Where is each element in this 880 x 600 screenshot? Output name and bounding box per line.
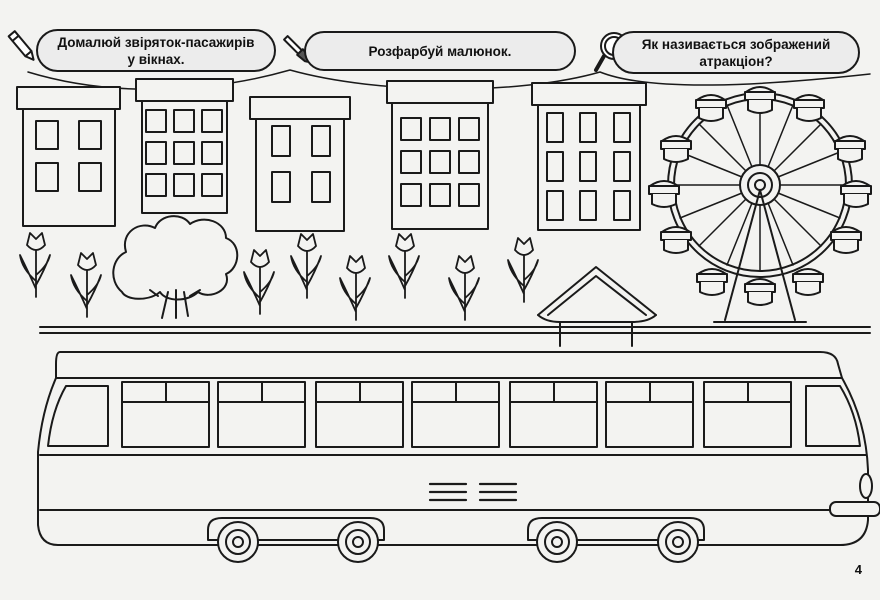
tulip — [388, 233, 420, 299]
tulips — [19, 232, 539, 321]
building-1 — [16, 86, 121, 227]
bumper — [829, 501, 880, 517]
tulip — [243, 249, 275, 315]
building-4 — [386, 80, 494, 230]
task-name-attraction: Як називається зображений атракціон? — [612, 31, 860, 74]
tram — [37, 351, 880, 563]
rear-window — [47, 385, 109, 447]
building-2 — [135, 78, 234, 214]
overhead-wire — [39, 326, 871, 334]
wheel — [536, 521, 578, 563]
wheel — [217, 521, 259, 563]
wheel — [337, 521, 379, 563]
task-color-picture-text: Розфарбуй малюнок. — [368, 43, 512, 59]
vent-grille — [428, 482, 518, 502]
pantograph — [537, 266, 657, 347]
window — [411, 381, 500, 448]
tulip — [448, 255, 480, 321]
bogie-rear — [207, 517, 385, 563]
task-name-attraction-text: Як називається зображений атракціон? — [641, 36, 831, 69]
passenger-windows — [121, 381, 792, 448]
building-5 — [531, 82, 647, 231]
bogie-front — [527, 517, 705, 563]
tulip — [19, 232, 51, 298]
page-number: 4 — [854, 562, 862, 577]
task-color-picture: Розфарбуй малюнок. — [304, 31, 576, 71]
tulip — [290, 233, 322, 299]
tram-body — [37, 377, 869, 546]
tulip — [507, 237, 539, 303]
task-draw-passengers-text: Домалюй звіряток-пасажирів у вікнах. — [57, 34, 255, 67]
window — [703, 381, 792, 448]
building-3 — [249, 96, 351, 232]
window — [605, 381, 694, 448]
front-window — [805, 385, 861, 447]
pencil-icon — [7, 30, 35, 61]
tulip — [70, 252, 102, 318]
window — [217, 381, 306, 448]
tram-roof — [55, 351, 843, 379]
window — [121, 381, 210, 448]
window — [509, 381, 598, 448]
tulip — [339, 255, 371, 321]
ferris-wheel — [648, 86, 872, 323]
task-draw-passengers: Домалюй звіряток-пасажирів у вікнах. — [36, 29, 276, 72]
tree — [112, 215, 239, 319]
wheel — [657, 521, 699, 563]
gondolas — [648, 86, 872, 306]
headlight — [859, 473, 873, 499]
window — [315, 381, 404, 448]
